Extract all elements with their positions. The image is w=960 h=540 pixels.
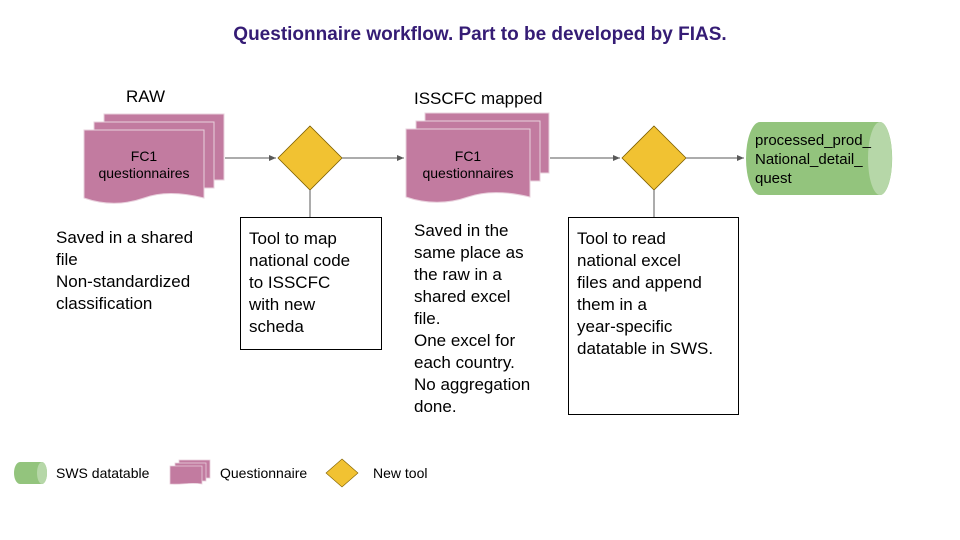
tool2-note-box: Tool to read national excel files and ap… — [568, 217, 739, 415]
note-line: national code — [249, 251, 351, 270]
note-line: to ISSCFC — [249, 273, 331, 292]
note-line: files and append — [577, 273, 702, 292]
raw-shape-line1: FC1 — [130, 148, 158, 164]
note-line: One excel for — [414, 331, 516, 350]
legend-tool-diamond-icon — [325, 458, 359, 488]
note-line: Tool to read — [577, 229, 666, 248]
mapped-shape-line2: questionnaires — [422, 165, 514, 181]
note-line: file. — [414, 309, 441, 328]
raw-shape-label: FC1 questionnaires — [84, 148, 204, 182]
mapped-heading: ISSCFC mapped — [414, 89, 543, 108]
note-line: scheda — [249, 317, 304, 336]
output-line: quest — [755, 170, 792, 187]
mapped-note: Saved in the same place as the raw in a … — [414, 220, 530, 418]
note-line: classification — [56, 294, 153, 313]
note-line: No aggregation — [414, 375, 531, 394]
mapped-questionnaire-stack — [405, 112, 550, 203]
mapped-shape-label: FC1 questionnaires — [406, 148, 530, 182]
legend-label-datatable: SWS datatable — [56, 465, 150, 481]
raw-note: Saved in a shared file Non-standardized … — [56, 227, 193, 315]
note-line: Non-standardized — [56, 272, 191, 291]
note-line: them in a — [577, 295, 647, 314]
note-line: Saved in a shared — [56, 228, 194, 247]
note-line: each country. — [414, 353, 515, 372]
output-datatable-cylinder — [746, 122, 893, 195]
tool1-note-box: Tool to map national code to ISSCFC with… — [240, 217, 382, 350]
mapped-shape-line1: FC1 — [454, 148, 482, 164]
diagram-title: Questionnaire workflow. Part to be devel… — [233, 24, 727, 45]
stack-sheet-front — [83, 129, 205, 204]
note-line: the raw in a — [414, 265, 502, 284]
note-line: file — [56, 250, 78, 269]
tool1-diamond — [277, 125, 343, 191]
stack-sheet-front — [405, 128, 531, 203]
note-line: with new — [249, 295, 316, 314]
legend-label-new-tool: New tool — [373, 465, 428, 481]
legend-label-questionnaire: Questionnaire — [220, 465, 308, 481]
note-line: national excel — [577, 251, 681, 270]
note-line: Saved in the — [414, 221, 509, 240]
raw-questionnaire-stack — [83, 113, 225, 204]
note-line: same place as — [414, 243, 524, 262]
note-line: datatable in SWS. — [577, 339, 714, 358]
tool2-diamond — [621, 125, 687, 191]
note-line: shared excel — [414, 287, 511, 306]
note-line: Tool to map — [249, 229, 337, 248]
note-line: year-specific — [577, 317, 673, 336]
output-line: National_detail_ — [755, 151, 863, 168]
note-line: done. — [414, 397, 457, 416]
legend-datatable-cylinder-icon — [14, 462, 47, 484]
raw-heading: RAW — [126, 87, 166, 106]
output-line: processed_prod_ — [755, 132, 871, 149]
output-datatable-label: processed_prod_ National_detail_ quest — [755, 131, 871, 188]
legend-questionnaire-stack-icon — [169, 459, 211, 485]
raw-shape-line2: questionnaires — [98, 165, 190, 181]
